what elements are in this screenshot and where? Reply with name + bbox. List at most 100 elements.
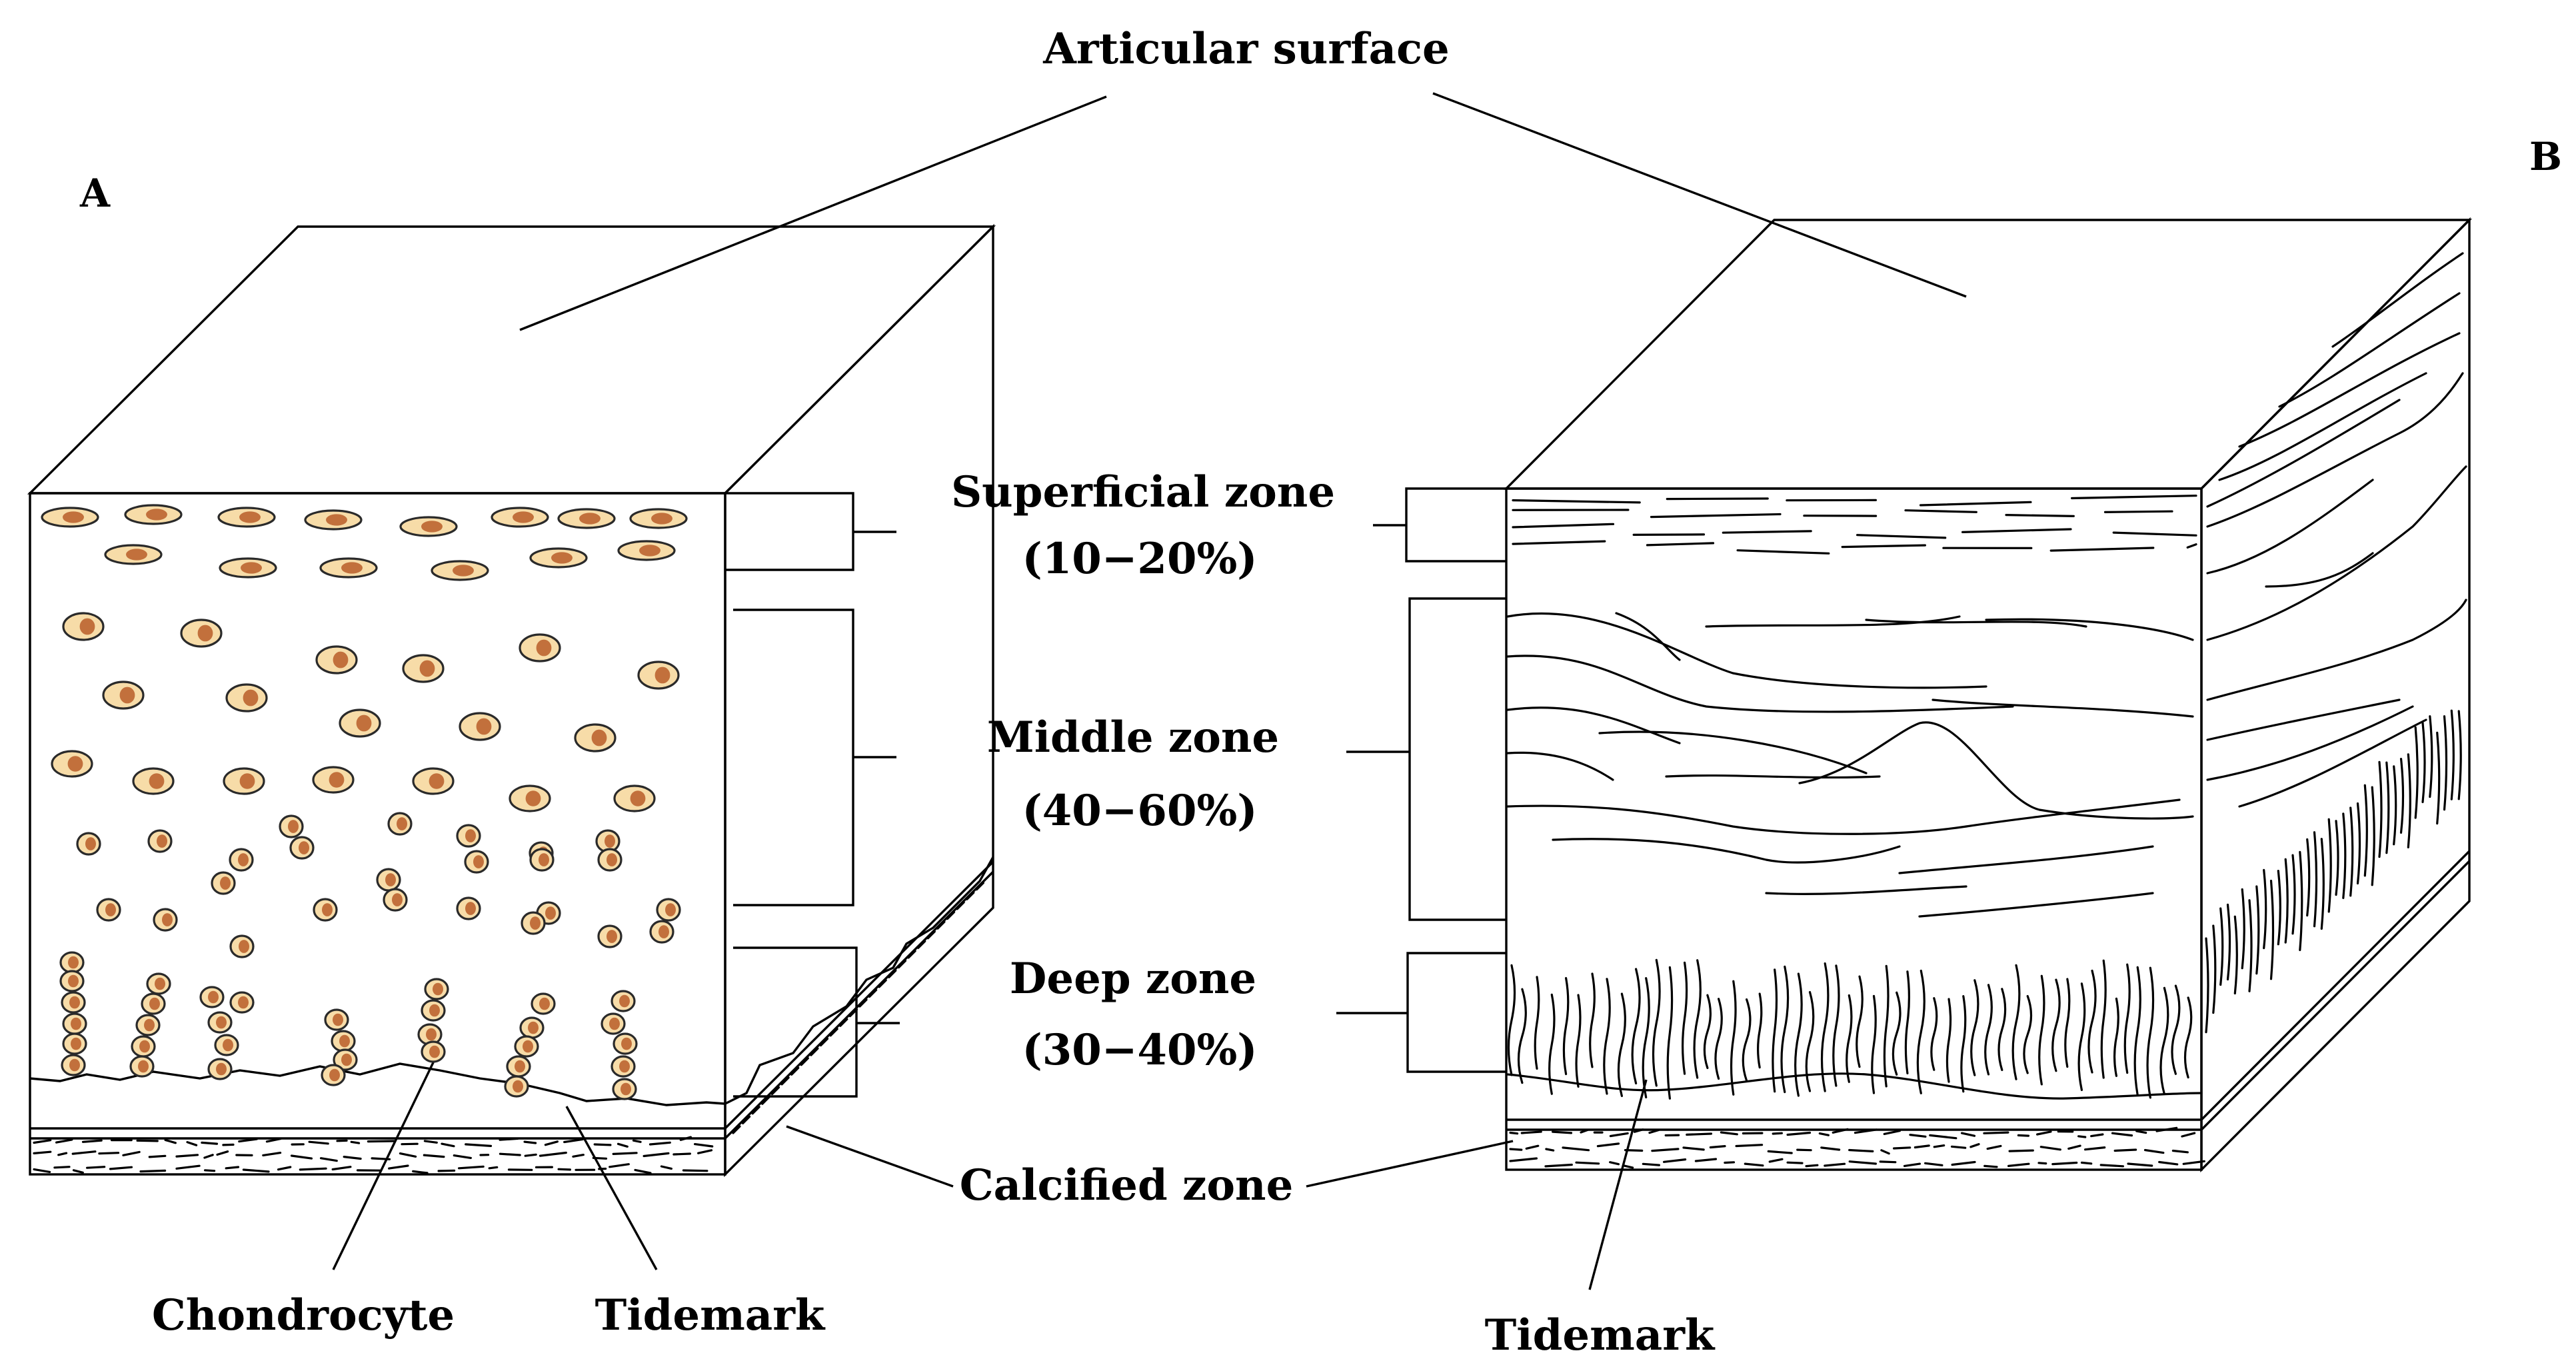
chondrocyte-cell [207, 1011, 233, 1034]
side-fiber [2278, 292, 2461, 408]
chondrocyte-cell [339, 708, 381, 738]
middle-fiber [1598, 730, 1868, 774]
chondrocyte-cell [76, 832, 101, 856]
chondrocyte-cell [321, 1064, 346, 1086]
chondrocyte-cell [464, 850, 489, 874]
middle-fiber [1765, 885, 1967, 895]
side-deep-fibers [2205, 709, 2462, 1034]
chondrocyte-cell [324, 1008, 349, 1031]
middle-fiber [1918, 892, 2154, 918]
chondrocyte-cell [304, 509, 363, 531]
panel-a-label: A [79, 171, 111, 216]
cartilage-block-a [27, 223, 996, 1178]
calcified-side-marks [732, 882, 984, 1134]
middle-fiber [1932, 698, 2194, 718]
chondrocyte-cell [96, 898, 121, 922]
middle-fiber [1665, 774, 1881, 779]
chondrocyte-cell [424, 978, 449, 1000]
chondrocyte-cell [387, 812, 413, 836]
chondrocyte-cell [617, 540, 676, 561]
chondrocyte-cell [557, 508, 616, 529]
calcified-marks [1509, 1126, 2205, 1169]
chondrocyte-cell [124, 504, 183, 525]
chondrocyte-cell [217, 507, 276, 528]
chondrocyte-cell [529, 848, 555, 872]
chondrocyte-cell [504, 1075, 529, 1098]
middle-fiber [1506, 613, 1987, 689]
chondrocyte-cell [531, 992, 556, 1015]
middle-fiber [1506, 804, 1967, 835]
side-fiber [2238, 332, 2461, 448]
middle-fiber [1798, 721, 2194, 820]
chondrocyte-cell [62, 1032, 87, 1055]
chondrocyte-cell [601, 1012, 626, 1035]
chondrocyte-cell [421, 1040, 446, 1063]
calcified-texture-a [33, 882, 984, 1174]
chondrocyte-cell [459, 712, 501, 741]
chondrocyte-cell [59, 951, 85, 974]
side-fiber [2206, 599, 2467, 701]
chondrocyte-cell [315, 645, 358, 675]
side-fiber [2206, 465, 2467, 641]
chondrocyte-cell [519, 633, 561, 663]
superficial-fibers [1512, 495, 2197, 555]
side-fiber [2238, 718, 2427, 808]
superficial-zone-label: Superficial zone [951, 467, 1335, 517]
chondrocyte-cell [597, 848, 623, 872]
chondrocyte-cell [135, 1014, 161, 1036]
chondrocyte-cell [59, 970, 85, 992]
chondrocyte-cell [279, 814, 304, 838]
chondrocyte-cell [491, 507, 549, 528]
chondrocyte-cell [597, 924, 623, 948]
chondrocyte-cell [333, 1048, 358, 1071]
chondrocyte-cells [41, 504, 688, 1100]
chondrocyte-cell [104, 544, 163, 565]
chondrocyte-cell [331, 1030, 356, 1052]
middle-fiber [1615, 612, 1681, 661]
chondrocyte-cell [514, 1035, 539, 1058]
chondrocyte-cell [312, 766, 355, 794]
chondrocyte-cell [180, 619, 223, 648]
middle-fiber [1506, 706, 1681, 744]
chondrocyte-cell [146, 972, 171, 995]
middle-fiber [1705, 615, 1961, 628]
chondrocyte-cell [229, 934, 255, 958]
chondrocyte-cell [612, 1078, 637, 1100]
chondrocyte-cell [313, 898, 338, 922]
side-fiber [2218, 372, 2427, 481]
panel-b-label: B [2529, 134, 2562, 179]
tidemark-label-a: Tidemark [595, 1290, 826, 1340]
chondrocyte-cell [223, 767, 265, 795]
chondrocyte-cell [132, 767, 175, 795]
chondrocyte-cell [147, 829, 173, 853]
chondrocyte-cell [629, 508, 688, 529]
chondrocyte-cell [613, 784, 656, 812]
chondrocyte-cell [319, 557, 378, 579]
chondrocyte-cell [61, 991, 86, 1014]
chondrocyte-cell [229, 991, 255, 1014]
chondrocyte-cell [51, 750, 93, 778]
deep-zone-label: Deep zone [1010, 954, 1256, 1004]
middle-fiber [1506, 655, 2014, 713]
chondrocyte-cell [225, 683, 268, 712]
chondrocyte-cell [141, 992, 166, 1015]
deep-fibers [1507, 958, 2193, 1100]
chondrocyte-cell [153, 908, 178, 932]
side-fiber [2206, 705, 2414, 781]
middle-fiber [1898, 845, 2154, 874]
chondrocyte-cell [611, 990, 636, 1012]
chondrocyte-cell [219, 557, 277, 579]
chondrocyte-cell [399, 516, 458, 537]
deep-zone-percent: (30−40%) [1022, 1025, 1257, 1075]
leader-lines [332, 92, 1967, 1290]
chondrocyte-cell [383, 888, 408, 912]
cartilage-block-b [1336, 217, 2473, 1173]
chondrocyte-cell [613, 1032, 638, 1055]
chondrocyte-cell [129, 1055, 155, 1078]
chondrocyte-cell [521, 911, 546, 935]
calcified-marks [33, 1136, 714, 1174]
side-fiber [2206, 698, 2401, 741]
chondrocyte-cell [656, 898, 681, 922]
middle-zone-label: Middle zone [987, 712, 1279, 762]
